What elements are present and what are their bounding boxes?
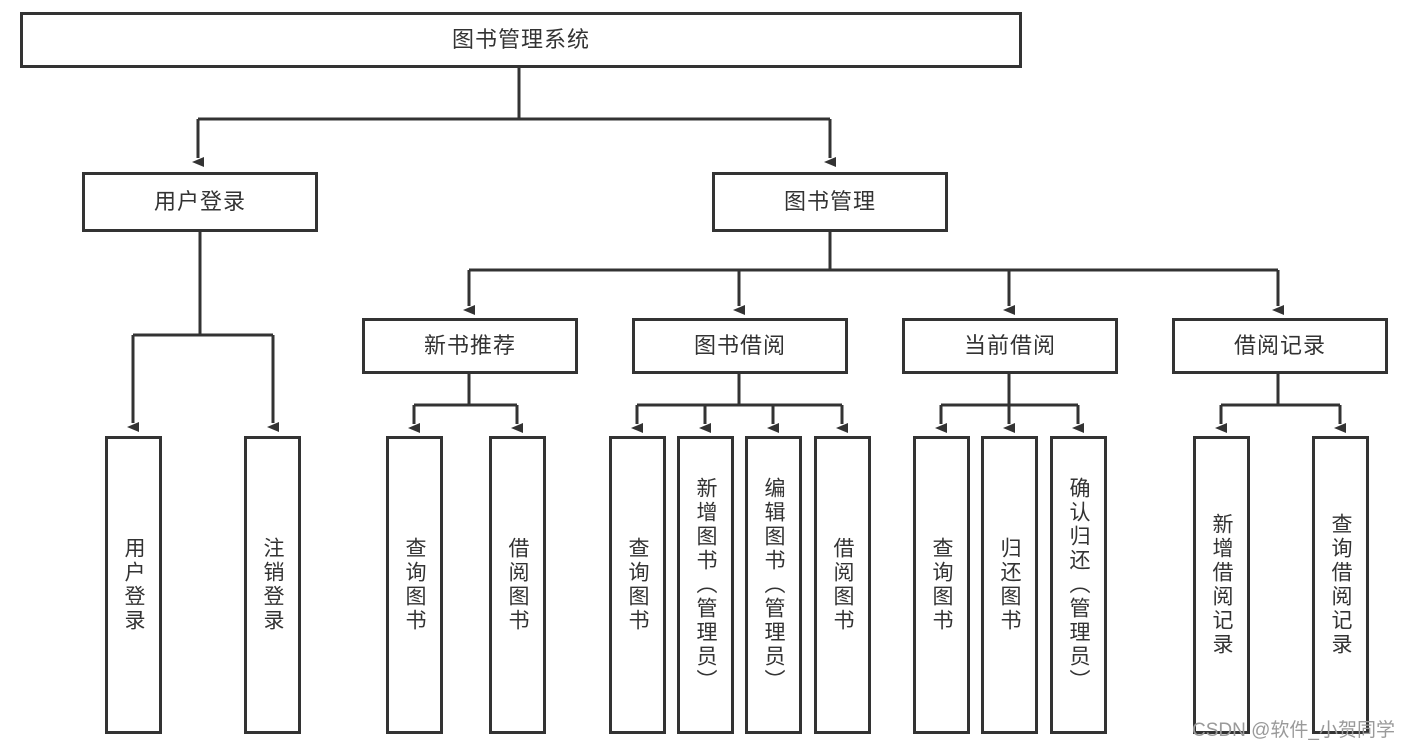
node-leaf-query-book-recommend[interactable]: 查询图书 bbox=[386, 436, 443, 734]
node-leaf-query-borrow-record-label: 查询借阅记录 bbox=[1329, 513, 1352, 657]
node-book-borrow[interactable]: 图书借阅 bbox=[632, 318, 848, 374]
node-leaf-borrow-book[interactable]: 借阅图书 bbox=[814, 436, 871, 734]
node-leaf-query-book-current-label: 查询图书 bbox=[930, 537, 953, 633]
node-leaf-add-borrow-record-label: 新增借阅记录 bbox=[1210, 513, 1233, 657]
node-book-borrow-label: 图书借阅 bbox=[693, 333, 786, 359]
node-leaf-query-book-current[interactable]: 查询图书 bbox=[913, 436, 970, 734]
node-leaf-add-book-label: 新增图书（管理员） bbox=[694, 477, 717, 693]
node-leaf-user-logout-label: 注销登录 bbox=[261, 537, 284, 633]
node-leaf-user-login[interactable]: 用户登录 bbox=[105, 436, 162, 734]
node-root-label: 图书管理系统 bbox=[451, 27, 590, 53]
node-root[interactable]: 图书管理系统 bbox=[20, 12, 1022, 68]
node-current-borrow[interactable]: 当前借阅 bbox=[902, 318, 1118, 374]
node-leaf-query-borrow-record[interactable]: 查询借阅记录 bbox=[1312, 436, 1369, 734]
node-leaf-borrow-book-recommend[interactable]: 借阅图书 bbox=[489, 436, 546, 734]
node-leaf-borrow-book-label: 借阅图书 bbox=[831, 537, 854, 633]
node-leaf-borrow-book-recommend-label: 借阅图书 bbox=[506, 537, 529, 633]
node-current-borrow-label: 当前借阅 bbox=[963, 333, 1056, 359]
node-user-login-label: 用户登录 bbox=[153, 189, 246, 215]
node-leaf-edit-book[interactable]: 编辑图书（管理员） bbox=[745, 436, 802, 734]
node-user-login[interactable]: 用户登录 bbox=[82, 172, 318, 232]
node-borrow-record-label: 借阅记录 bbox=[1233, 333, 1326, 359]
node-book-manage[interactable]: 图书管理 bbox=[712, 172, 948, 232]
node-leaf-user-login-label: 用户登录 bbox=[122, 537, 145, 633]
node-new-book-recommend[interactable]: 新书推荐 bbox=[362, 318, 578, 374]
node-leaf-query-book-borrow[interactable]: 查询图书 bbox=[609, 436, 666, 734]
node-new-book-recommend-label: 新书推荐 bbox=[423, 333, 516, 359]
node-leaf-query-book-borrow-label: 查询图书 bbox=[626, 537, 649, 633]
node-leaf-query-book-recommend-label: 查询图书 bbox=[403, 537, 426, 633]
node-leaf-return-book-label: 归还图书 bbox=[998, 537, 1021, 633]
node-leaf-return-book[interactable]: 归还图书 bbox=[981, 436, 1038, 734]
node-leaf-add-book[interactable]: 新增图书（管理员） bbox=[677, 436, 734, 734]
node-leaf-edit-book-label: 编辑图书（管理员） bbox=[762, 477, 785, 693]
node-book-manage-label: 图书管理 bbox=[783, 189, 876, 215]
node-leaf-confirm-return-label: 确认归还（管理员） bbox=[1067, 477, 1090, 693]
node-leaf-add-borrow-record[interactable]: 新增借阅记录 bbox=[1193, 436, 1250, 734]
node-leaf-confirm-return[interactable]: 确认归还（管理员） bbox=[1050, 436, 1107, 734]
node-leaf-user-logout[interactable]: 注销登录 bbox=[244, 436, 301, 734]
node-borrow-record[interactable]: 借阅记录 bbox=[1172, 318, 1388, 374]
